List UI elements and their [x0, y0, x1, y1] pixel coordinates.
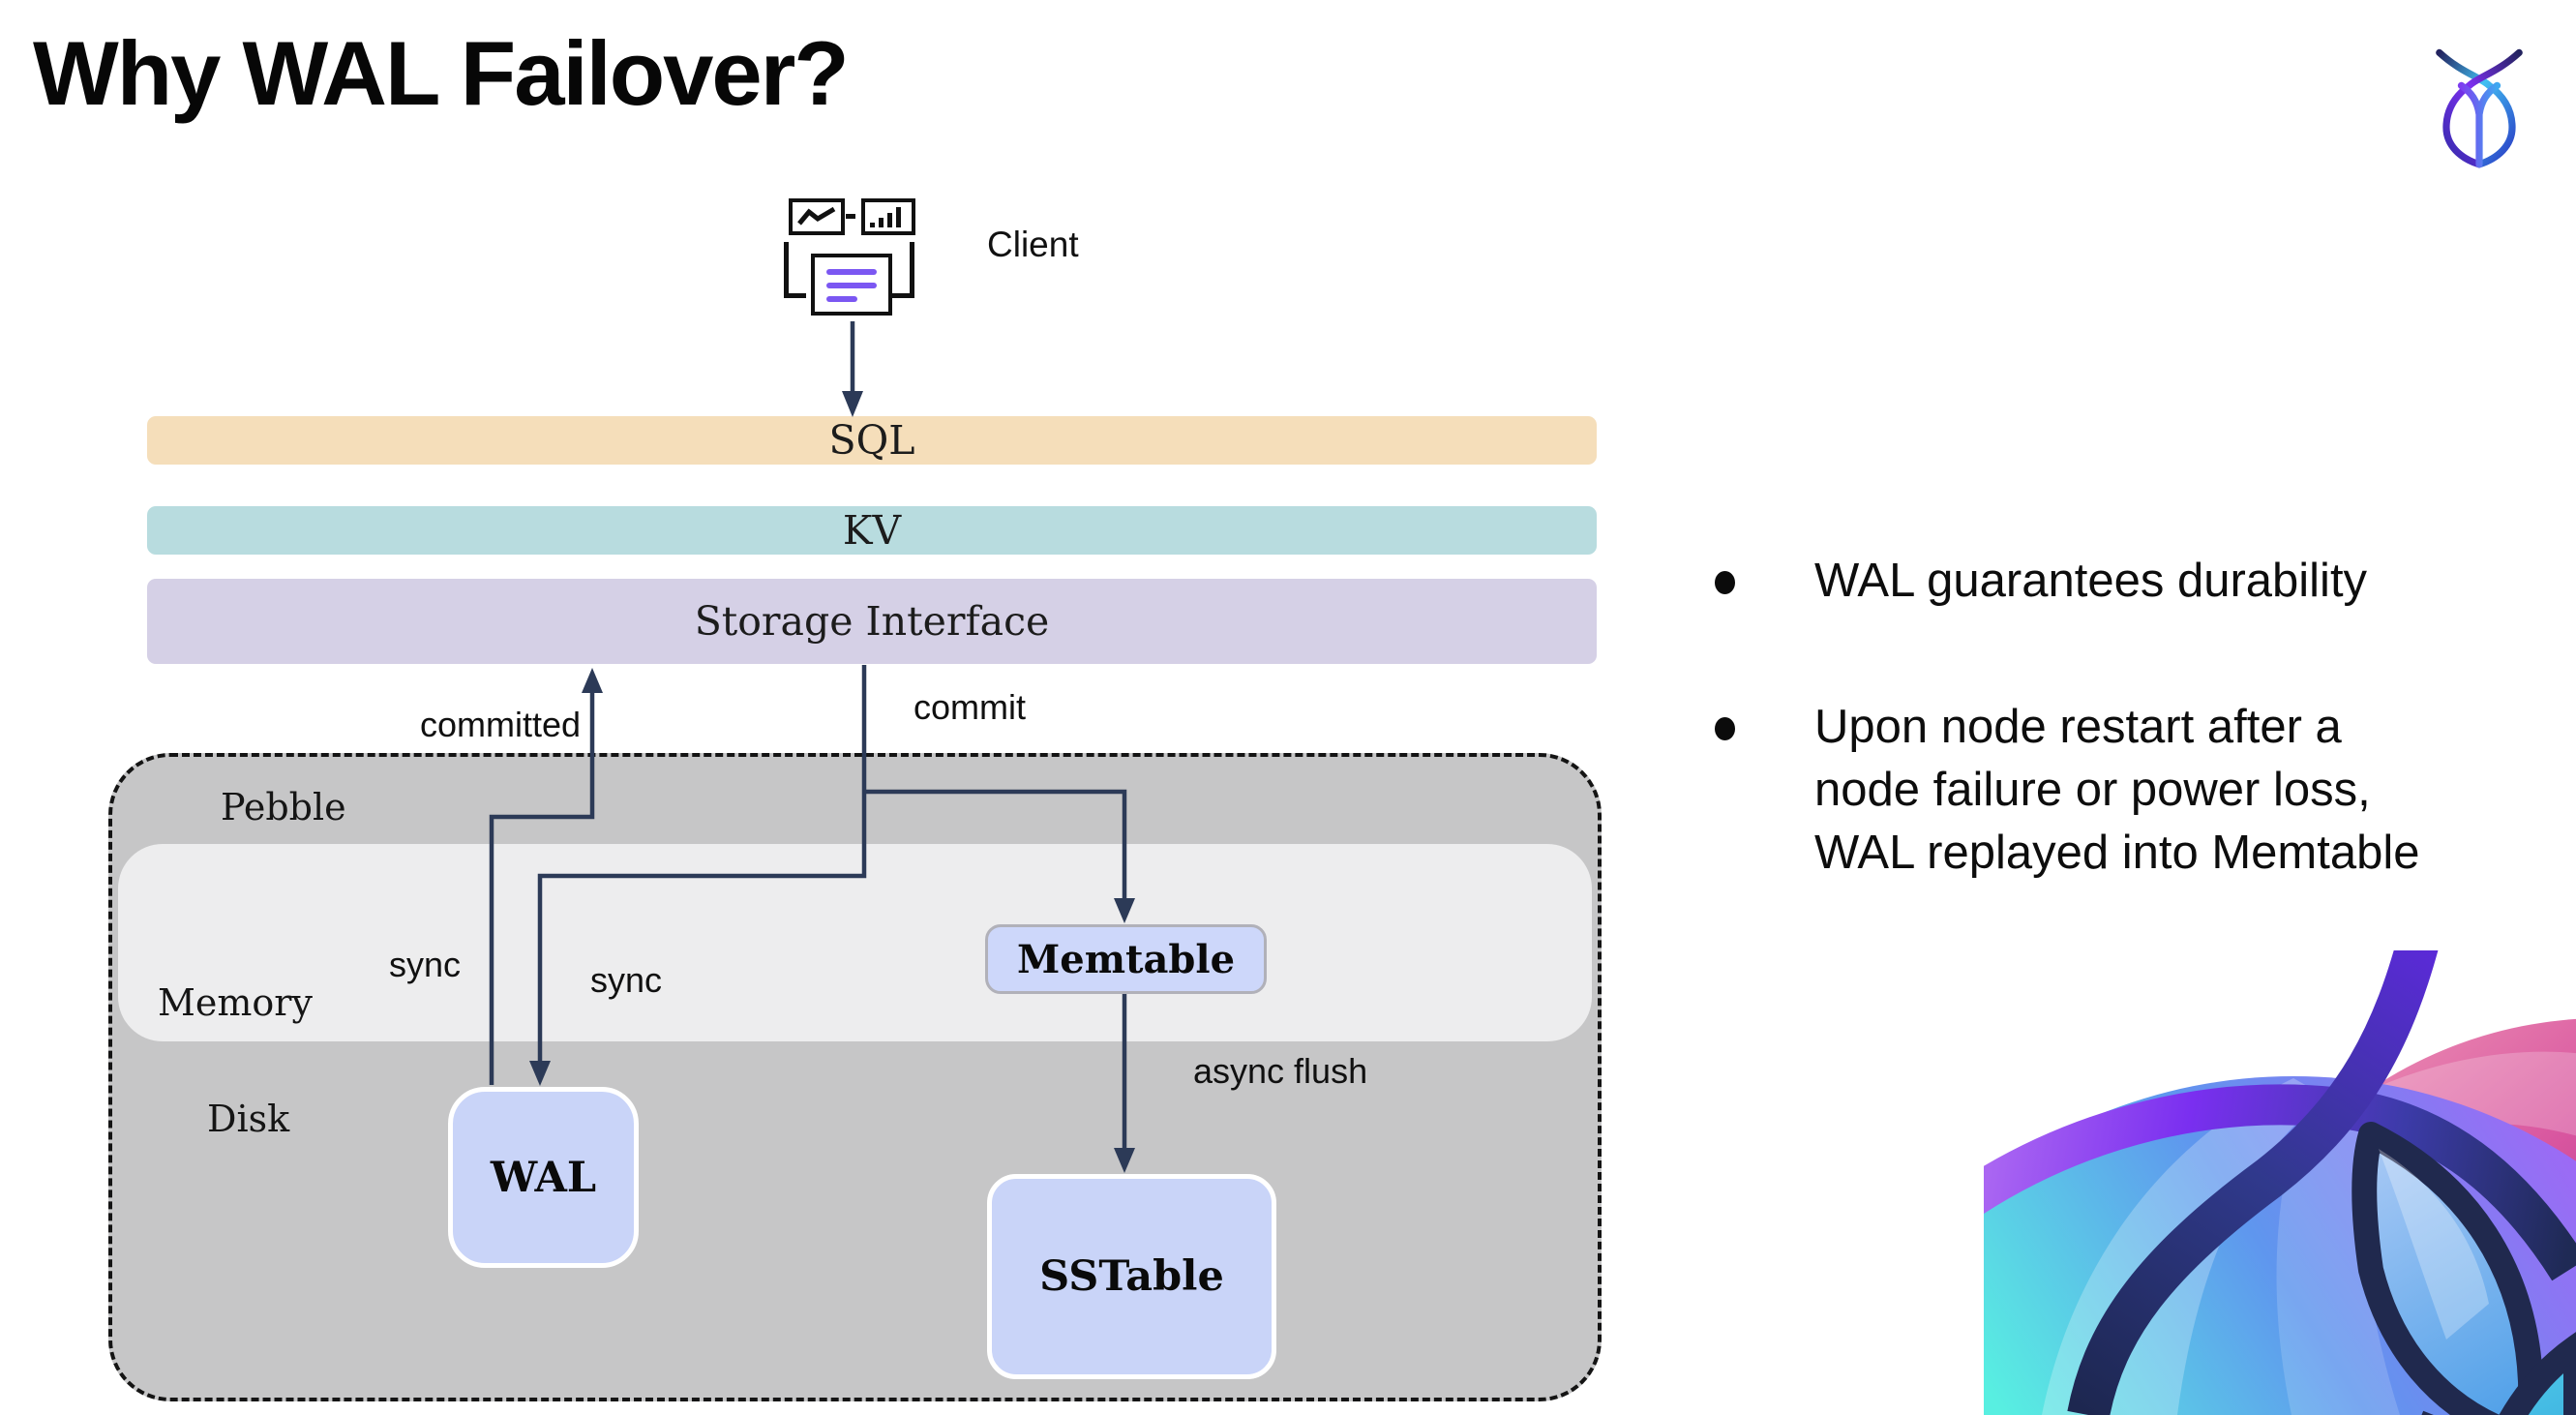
layer-sql-label: SQL	[828, 417, 915, 464]
page-title: Why WAL Failover?	[33, 22, 850, 124]
client-label: Client	[987, 225, 1079, 264]
dash-connector	[846, 214, 855, 219]
bullet-2-line-1: Upon node restart after a	[1814, 701, 2342, 753]
node-memtable: Memtable	[985, 924, 1267, 994]
edge-label-async-flush: async flush	[1193, 1051, 1368, 1091]
bracket-left-icon	[784, 242, 806, 298]
layer-storage-interface: Storage Interface	[147, 579, 1597, 664]
bullet-2-line-2: node failure or power loss,	[1814, 764, 2371, 816]
edge-label-sync-left: sync	[389, 945, 462, 984]
bullet-2-line-3: WAL replayed into Memtable	[1814, 827, 2420, 879]
document-icon	[811, 254, 892, 316]
bullet-icon	[1715, 571, 1735, 594]
bullet-list: WAL guarantees durability Upon node rest…	[1693, 550, 2526, 968]
bracket-right-icon	[892, 242, 914, 298]
layer-kv-label: KV	[842, 507, 902, 554]
line-chart-icon	[789, 198, 845, 235]
node-memtable-label: Memtable	[1016, 936, 1236, 982]
node-sstable-label: SSTable	[1039, 1252, 1224, 1301]
pebble-label: Pebble	[221, 786, 346, 828]
disk-label: Disk	[207, 1098, 290, 1140]
memory-label: Memory	[158, 981, 313, 1024]
node-sstable: SSTable	[987, 1174, 1276, 1379]
bullet-1-line-1: WAL guarantees durability	[1814, 555, 2368, 607]
bar-chart-icon	[861, 198, 915, 235]
cockroachdb-logo-icon	[2429, 41, 2530, 170]
edge-label-sync-right: sync	[590, 960, 663, 1000]
layer-sql: SQL	[147, 416, 1597, 465]
bullet-icon	[1715, 717, 1735, 740]
corner-brand-art	[1984, 950, 2576, 1415]
layer-storage-interface-label: Storage Interface	[694, 598, 1050, 645]
edge-label-commit: commit	[914, 687, 1026, 727]
list-item: Upon node restart after a node failure o…	[1693, 696, 2526, 885]
layer-kv: KV	[147, 506, 1597, 555]
node-wal-label: WAL	[490, 1153, 597, 1202]
edge-label-committed: committed	[419, 705, 581, 744]
memory-band	[118, 844, 1592, 1041]
list-item: WAL guarantees durability	[1693, 550, 2526, 613]
node-wal: WAL	[448, 1087, 639, 1268]
